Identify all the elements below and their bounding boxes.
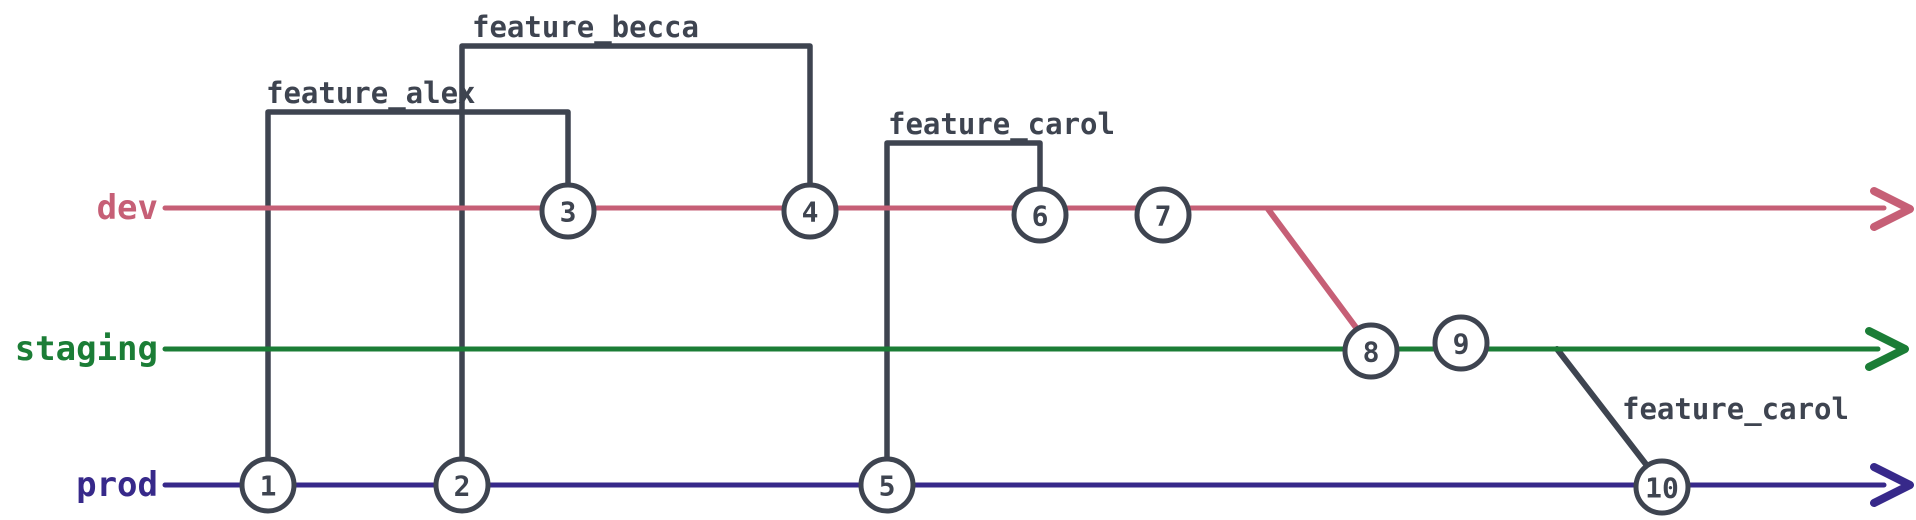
feature-alex-label: feature_alex xyxy=(266,76,476,110)
commit-number: 6 xyxy=(1032,200,1049,233)
feature-becca-label: feature_becca xyxy=(472,10,699,44)
prod-arrow-icon xyxy=(1870,463,1914,507)
commit-node-2: 2 xyxy=(433,456,491,514)
branch-label-staging: staging xyxy=(15,329,158,369)
commit-number: 8 xyxy=(1363,336,1380,369)
commit-number: 2 xyxy=(454,470,471,503)
commit-number: 7 xyxy=(1155,200,1172,233)
commit-circle xyxy=(433,456,491,514)
commit-node-10: 10 xyxy=(1633,458,1691,516)
commit-number: 5 xyxy=(879,470,896,503)
branch-label-dev: dev xyxy=(97,188,158,228)
feature-becca-bracket xyxy=(459,43,813,488)
commit-number: 3 xyxy=(560,196,577,229)
commit-node-9: 9 xyxy=(1432,314,1490,372)
commit-circle xyxy=(239,456,297,514)
commit-circle xyxy=(1134,186,1192,244)
commit-node-1: 1 xyxy=(239,456,297,514)
feature-carol-merge-to-prod xyxy=(1554,346,1665,488)
commit-node-4: 4 xyxy=(781,182,839,240)
feature-alex-bracket xyxy=(265,109,571,488)
commit-nodes: 1 2 3 4 5 6 7 8 xyxy=(239,182,1691,516)
feature-carol-label: feature_carol xyxy=(888,107,1115,141)
commit-circle xyxy=(781,182,839,240)
commit-node-3: 3 xyxy=(539,182,597,240)
commit-circle xyxy=(539,182,597,240)
commit-circle xyxy=(1432,314,1490,372)
commit-circle xyxy=(858,456,916,514)
commit-circle xyxy=(1633,458,1691,516)
branch-line-staging xyxy=(162,327,1909,371)
branch-label-prod: prod xyxy=(76,465,158,505)
commit-circle xyxy=(1011,186,1069,244)
commit-node-5: 5 xyxy=(858,456,916,514)
commit-node-7: 7 xyxy=(1134,186,1192,244)
commit-circle xyxy=(1342,322,1400,380)
commit-number: 10 xyxy=(1645,472,1679,505)
dev-arrow-icon xyxy=(1870,187,1914,231)
commit-number: 1 xyxy=(260,470,277,503)
feature-brackets xyxy=(265,43,1665,488)
commit-number: 4 xyxy=(802,196,819,229)
commit-node-6: 6 xyxy=(1011,186,1069,244)
commit-node-8: 8 xyxy=(1342,322,1400,380)
commit-number: 9 xyxy=(1453,328,1470,361)
dev-to-staging-merge xyxy=(1265,206,1375,352)
feature-carol-bracket xyxy=(884,140,1043,488)
feature-carol-label-2: feature_carol xyxy=(1622,392,1849,426)
staging-arrow-icon xyxy=(1865,327,1909,371)
